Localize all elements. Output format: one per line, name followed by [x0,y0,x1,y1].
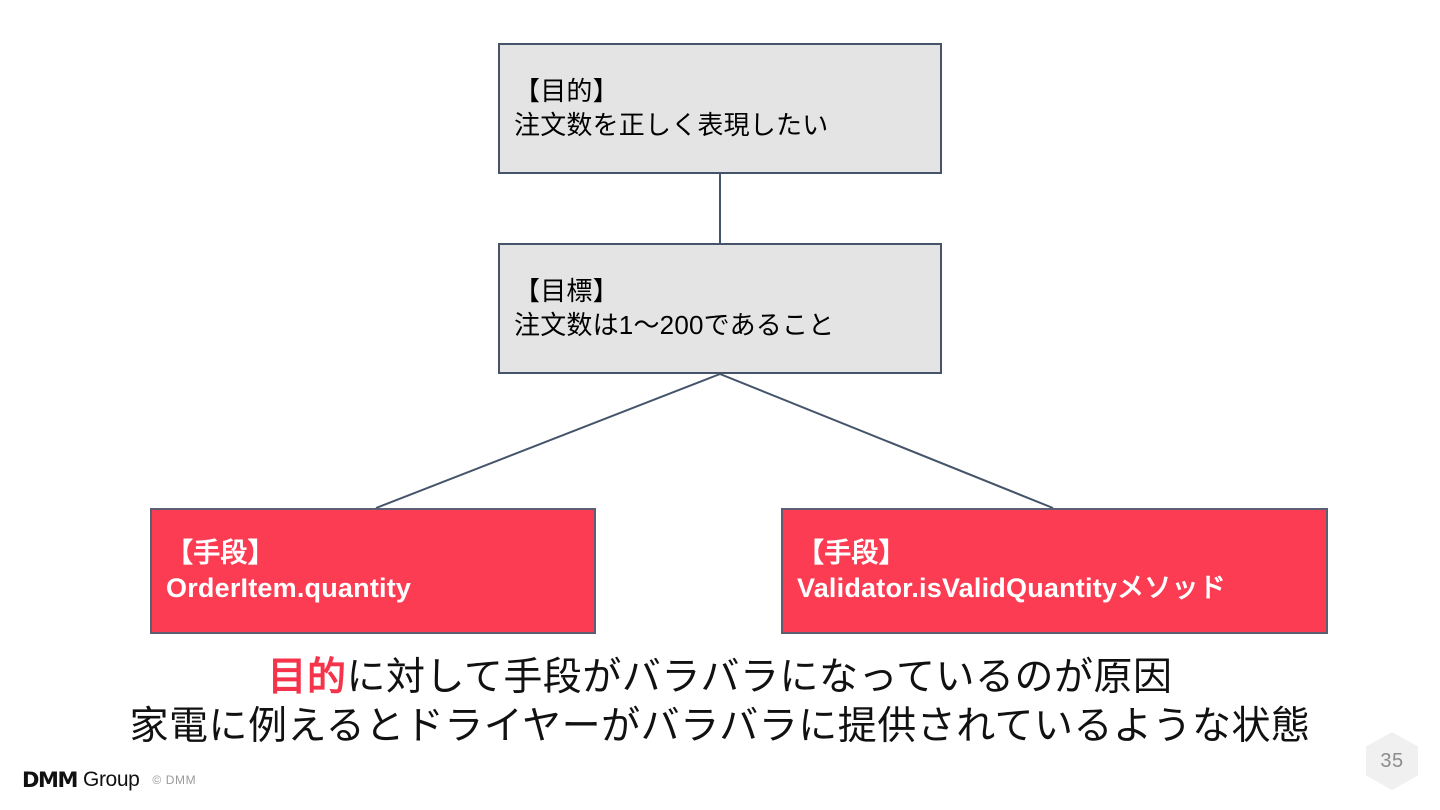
node-goal-text: 注文数は1〜200であること [514,309,835,340]
copyright-notice: © DMM [152,773,197,787]
dmm-logo-word: Group [83,768,140,791]
node-purpose-label: 【目的】 [514,75,619,106]
diagram-node-means-validator-is-valid-quantity: 【手段】 Validator.isValidQuantityメソッド [781,508,1328,634]
edge-goal-to-means-1 [375,373,721,509]
caption-line-1: 目的に対して手段がバラバラになっているのが原因 [0,653,1440,702]
caption-line-1-rest: に対して手段がバラバラになっているのが原因 [346,656,1173,699]
caption-line-2: 家電に例えるとドライヤーがバラバラに提供されているような状態 [129,705,1311,749]
diagram-node-purpose: 【目的】 注文数を正しく表現したい [498,43,942,174]
dmm-logo-mark: DMM [22,768,78,792]
node-means-2-label: 【手段】 [797,537,906,568]
footer-branding: DMM Group © DMM [22,768,196,792]
edge-goal-to-means-2 [719,373,1054,509]
node-means-1-text: OrderItem.quantity [166,573,412,603]
slide-caption: 目的に対して手段がバラバラになっているのが原因 家電に例えるとドライヤーがバラバ… [0,653,1440,751]
page-number: 35 [1380,749,1404,772]
diagram-node-goal: 【目標】 注文数は1〜200であること [498,243,942,374]
caption-highlight-word: 目的 [267,656,347,699]
node-means-1-label: 【手段】 [166,537,275,568]
diagram-node-means-order-item-quantity: 【手段】 OrderItem.quantity [150,508,596,634]
node-goal-label: 【目標】 [514,275,619,306]
node-means-2-text: Validator.isValidQuantityメソッド [797,573,1226,603]
node-purpose-text: 注文数を正しく表現したい [514,109,829,140]
